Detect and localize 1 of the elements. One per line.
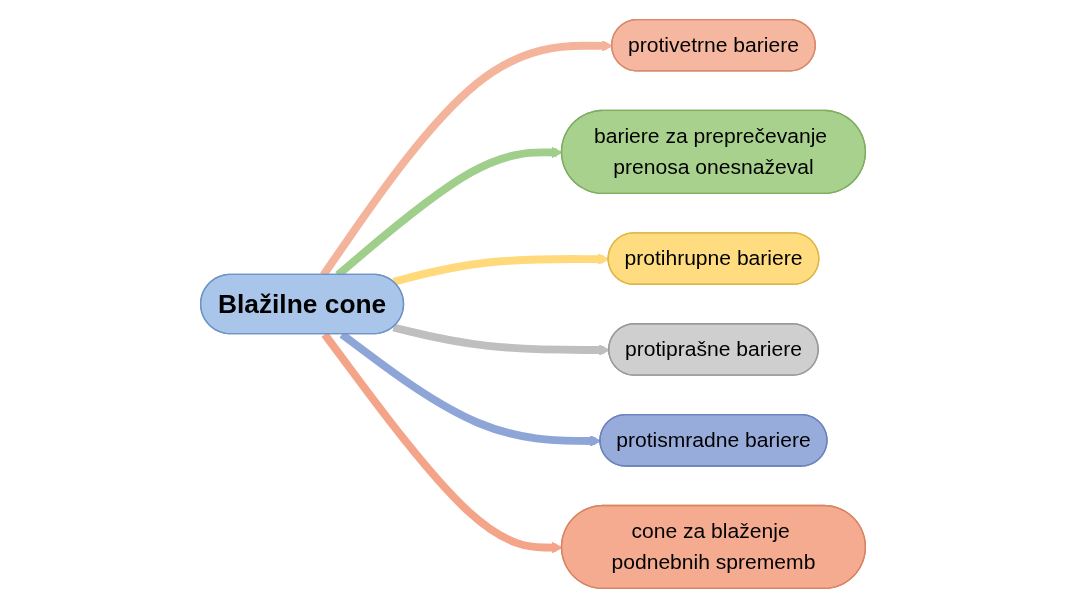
arrow [392,323,610,356]
